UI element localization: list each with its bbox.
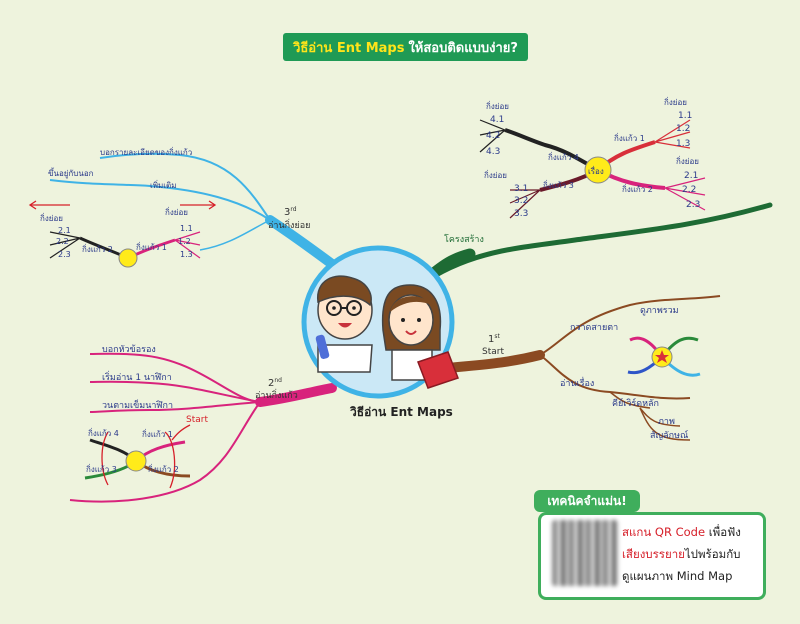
structure-g3: กิ่งแก้ว 3 [543,179,574,190]
clock-g4: กิ่งแก้ว 4 [88,427,119,438]
second-item-3: วนตามเข็มนาฬิกา [102,398,173,411]
structure-l13: 1.3 [676,139,690,149]
tip-line-2: เสียงบรรยายไปพร้อมกับ [622,546,740,564]
structure-l21: 2.1 [684,171,698,181]
branch-structure [417,202,773,288]
qr-code[interactable] [552,520,618,586]
tip-line-1: สแกน QR Code เพื่อฟัง [622,524,741,542]
left-a1: 1.1 [180,224,193,233]
structure-l31: 3.1 [514,184,528,194]
left-a2: 1.2 [178,237,191,246]
left-a3: 1.3 [180,250,193,259]
first-overview: ดูภาพรวม [640,306,679,316]
structure-sub-1: กิ่งย่อย [664,96,687,107]
structure-l23: 2.3 [686,200,700,210]
structure-l11: 1.1 [678,111,692,121]
structure-diagram: เรื่อง กิ่งแก้ว 4 กิ่งแก้ว 1 กิ่งแก้ว 3 … [479,96,706,219]
first-image: ภาพ [658,417,675,427]
branch-second [255,383,337,407]
left-g2: กิ่งแก้ว 2 [82,243,113,254]
left-b2: 2.2 [56,237,69,246]
left-sub-b: กิ่งย่อย [165,206,188,217]
third-item-2: เพิ่มเติม [150,179,176,190]
branch-third-sub: อ่านกิ่งย่อย [268,218,310,231]
clock-mini-diagram: กิ่งแก้ว 4 กิ่งแก้ว 1 กิ่งแก้ว 3 กิ่งแก้… [84,427,191,489]
tip-line-3: ดูแผนภาพ Mind Map [622,569,733,583]
first-symbol: สัญลักษณ์ [650,429,688,441]
first-story: อ่านเรื่อง [560,376,594,389]
branch-first-num: 1st [488,333,501,345]
boy-illustration [315,275,373,373]
second-item-2: เริ่มอ่าน 1 นาฬิกา [102,370,172,383]
structure-l43: 4.3 [486,147,500,157]
girl-illustration [381,284,459,389]
overview-mini-diagram [627,336,701,377]
structure-sub-4: กิ่งย่อย [486,100,509,111]
branch-second-sub: อ่านกิ่งแก้ว [255,388,298,401]
structure-g2: กิ่งแก้ว 2 [622,183,653,194]
structure-sub-2: กิ่งย่อย [676,155,699,166]
second-start: Start [186,415,208,425]
structure-l33: 3.3 [514,209,528,219]
branch-third-num: 3rd [284,206,297,218]
page-title: วิธีอ่าน Ent Maps ให้สอบติดแบบง่าย? [283,33,528,61]
tip-line-1b: เพื่อฟัง [708,525,741,539]
left-g1: กิ่งแก้ว 1 [136,241,167,252]
third-item-1: บอกรายละเอียดของกิ่งแก้ว [100,146,192,157]
branch-structure-label: โครงสร้าง [444,234,484,245]
structure-center: เรื่อง [588,165,604,176]
clock-g2: กิ่งแก้ว 2 [148,463,179,474]
tip-line-2b: ไปพร้อมกับ [684,547,741,561]
tip-line-1a: สแกน QR Code [622,525,709,539]
title-rest: ให้สอบติดแบบง่าย? [408,40,518,56]
structure-sub-3: กิ่งย่อย [484,169,507,180]
first-keywords: คีย์เวิร์ดหลัก [612,397,659,409]
branch-second-num: 2nd [268,377,282,389]
third-item-3: ขึ้นอยู่กับนอก [48,167,94,179]
structure-g1: กิ่งแก้ว 1 [614,132,645,143]
left-mini-diagram: กิ่งย่อย กิ่งย่อย กิ่งแก้ว 2 กิ่งแก้ว 1 … [28,200,217,268]
structure-l41: 4.1 [490,115,504,125]
left-b1: 2.1 [58,226,71,235]
clock-g3: กิ่งแก้ว 3 [86,463,117,474]
branch-first-sub: Start [482,347,504,357]
first-scan: กวาดสายตา [570,323,618,333]
structure-l12: 1.2 [676,124,690,134]
center-label: วิธีอ่าน Ent Maps [350,405,453,419]
structure-l22: 2.2 [682,185,696,195]
second-item-1: บอกหัวข้อรอง [102,344,156,355]
title-highlight: วิธีอ่าน Ent Maps [293,40,405,56]
left-sub-a: กิ่งย่อย [40,212,63,223]
structure-l42: 4.2 [486,131,500,141]
structure-g4: กิ่งแก้ว 4 [548,151,579,162]
left-b3: 2.3 [58,250,71,259]
structure-l32: 3.2 [514,196,528,206]
clock-g1: กิ่งแก้ว 1 [142,428,173,439]
tip-heading: เทคนิคจำแม่น! [534,490,640,512]
tip-line-2a: เสียงบรรยาย [622,547,685,561]
